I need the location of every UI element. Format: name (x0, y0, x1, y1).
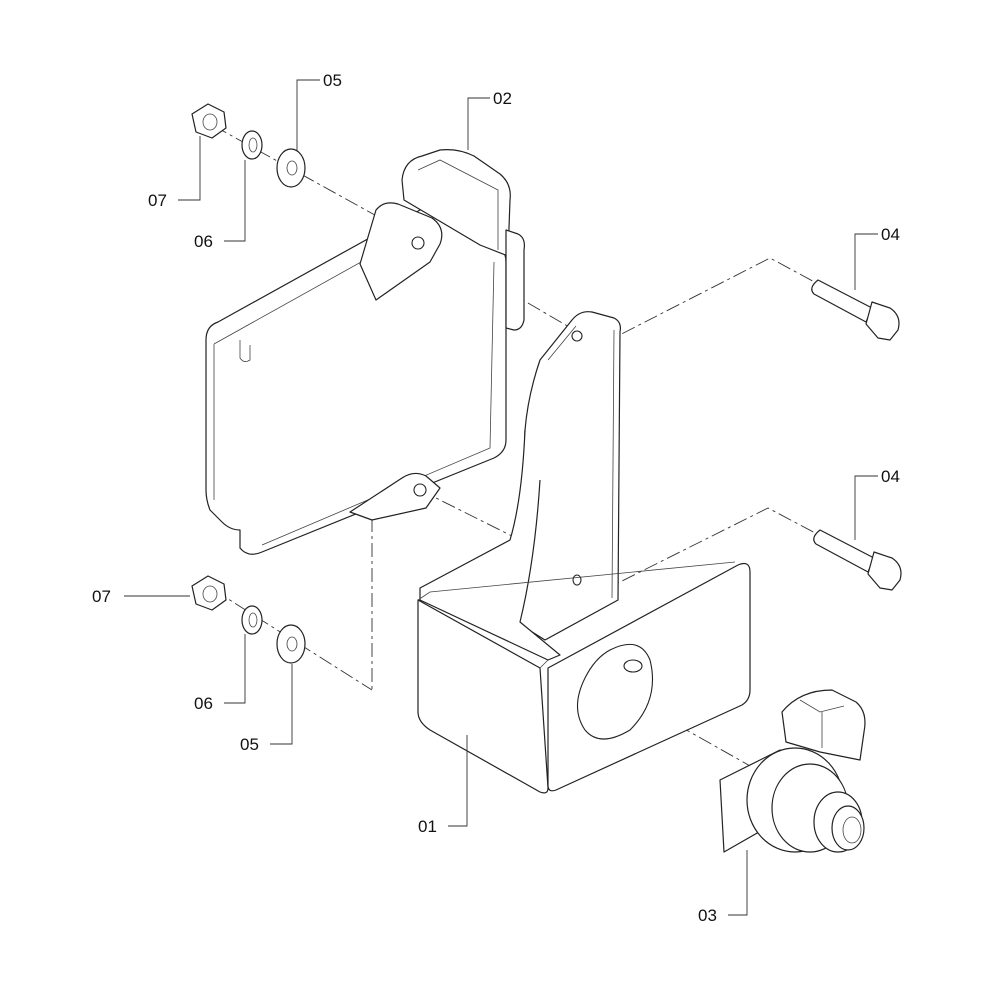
bolt-lower-head (867, 551, 902, 591)
bolt-lower (813, 529, 902, 591)
bracket-lower-hole (572, 574, 582, 586)
lock-washer-lower (241, 605, 263, 635)
flat-washer-upper (276, 148, 306, 188)
leader-01 (448, 735, 468, 827)
flat-washer-lower-bore (286, 636, 298, 652)
bracket-box-top-edge (417, 561, 736, 669)
nut-lower (191, 575, 227, 611)
lock-washer-upper-bore (248, 137, 258, 153)
callout-04-upper: 04 (881, 225, 900, 244)
bolt-upper (811, 279, 900, 341)
bolt-upper-head (865, 301, 900, 341)
module-upper-ear (359, 202, 443, 301)
leader-05-upper (296, 79, 320, 150)
leader-02 (467, 97, 490, 150)
connector (719, 689, 866, 853)
connector-barrel-bore (842, 816, 862, 844)
nut-upper (191, 103, 227, 139)
bracket-upper-hole (571, 330, 583, 342)
callout-03: 03 (698, 906, 717, 925)
flat-washer-upper-bore (286, 160, 298, 176)
callout-01: 01 (418, 817, 437, 836)
callout-06-lower: 06 (194, 694, 213, 713)
callout-06-upper: 06 (194, 232, 213, 251)
callout-07-upper: 07 (148, 191, 167, 210)
callout-05-lower: 05 (240, 735, 259, 754)
leader-06-upper (224, 160, 246, 242)
module-upper-hole (411, 236, 425, 250)
connector-barrel-face (831, 805, 865, 851)
nut-lower-bore (202, 585, 218, 603)
leader-07-upper (178, 136, 201, 201)
leader-03 (728, 850, 748, 916)
electronic-module (205, 149, 525, 555)
module-flange-lip (417, 159, 499, 250)
lock-washer-upper (241, 130, 263, 160)
hardware-upper (191, 103, 306, 188)
callout-04-lower: 04 (881, 467, 900, 486)
leader-lines (124, 79, 878, 916)
bracket-box-front (417, 599, 549, 794)
callout-02: 02 (493, 89, 512, 108)
module-body (205, 207, 507, 555)
axis-module-lower-to-bracket (419, 489, 521, 541)
module-top-flange (401, 149, 511, 257)
callout-05-upper: 05 (323, 71, 342, 90)
bolt-upper-shank (811, 279, 873, 323)
leader-06-lower (224, 634, 246, 704)
bracket-key-slot (623, 659, 643, 673)
flat-washer-lower (276, 624, 306, 664)
leader-04-upper (854, 233, 878, 290)
lock-washer-lower-bore (248, 612, 258, 628)
bracket-plate-edge (547, 325, 615, 599)
callout-07-lower: 07 (92, 587, 111, 606)
leader-04-lower (854, 475, 878, 540)
bracket (417, 311, 751, 794)
module-side-connector (505, 229, 525, 331)
module-front-lip (239, 340, 251, 362)
nut-upper-bore (202, 113, 218, 131)
leader-05-lower (270, 664, 293, 745)
connector-housing-clip (799, 699, 845, 748)
hardware-lower (191, 575, 306, 664)
bolt-lower-shank (813, 529, 875, 573)
connector-housing (781, 689, 866, 761)
module-lower-hole (413, 483, 427, 497)
callout-labels: 01 02 03 04 04 05 05 06 06 07 07 (92, 71, 900, 925)
